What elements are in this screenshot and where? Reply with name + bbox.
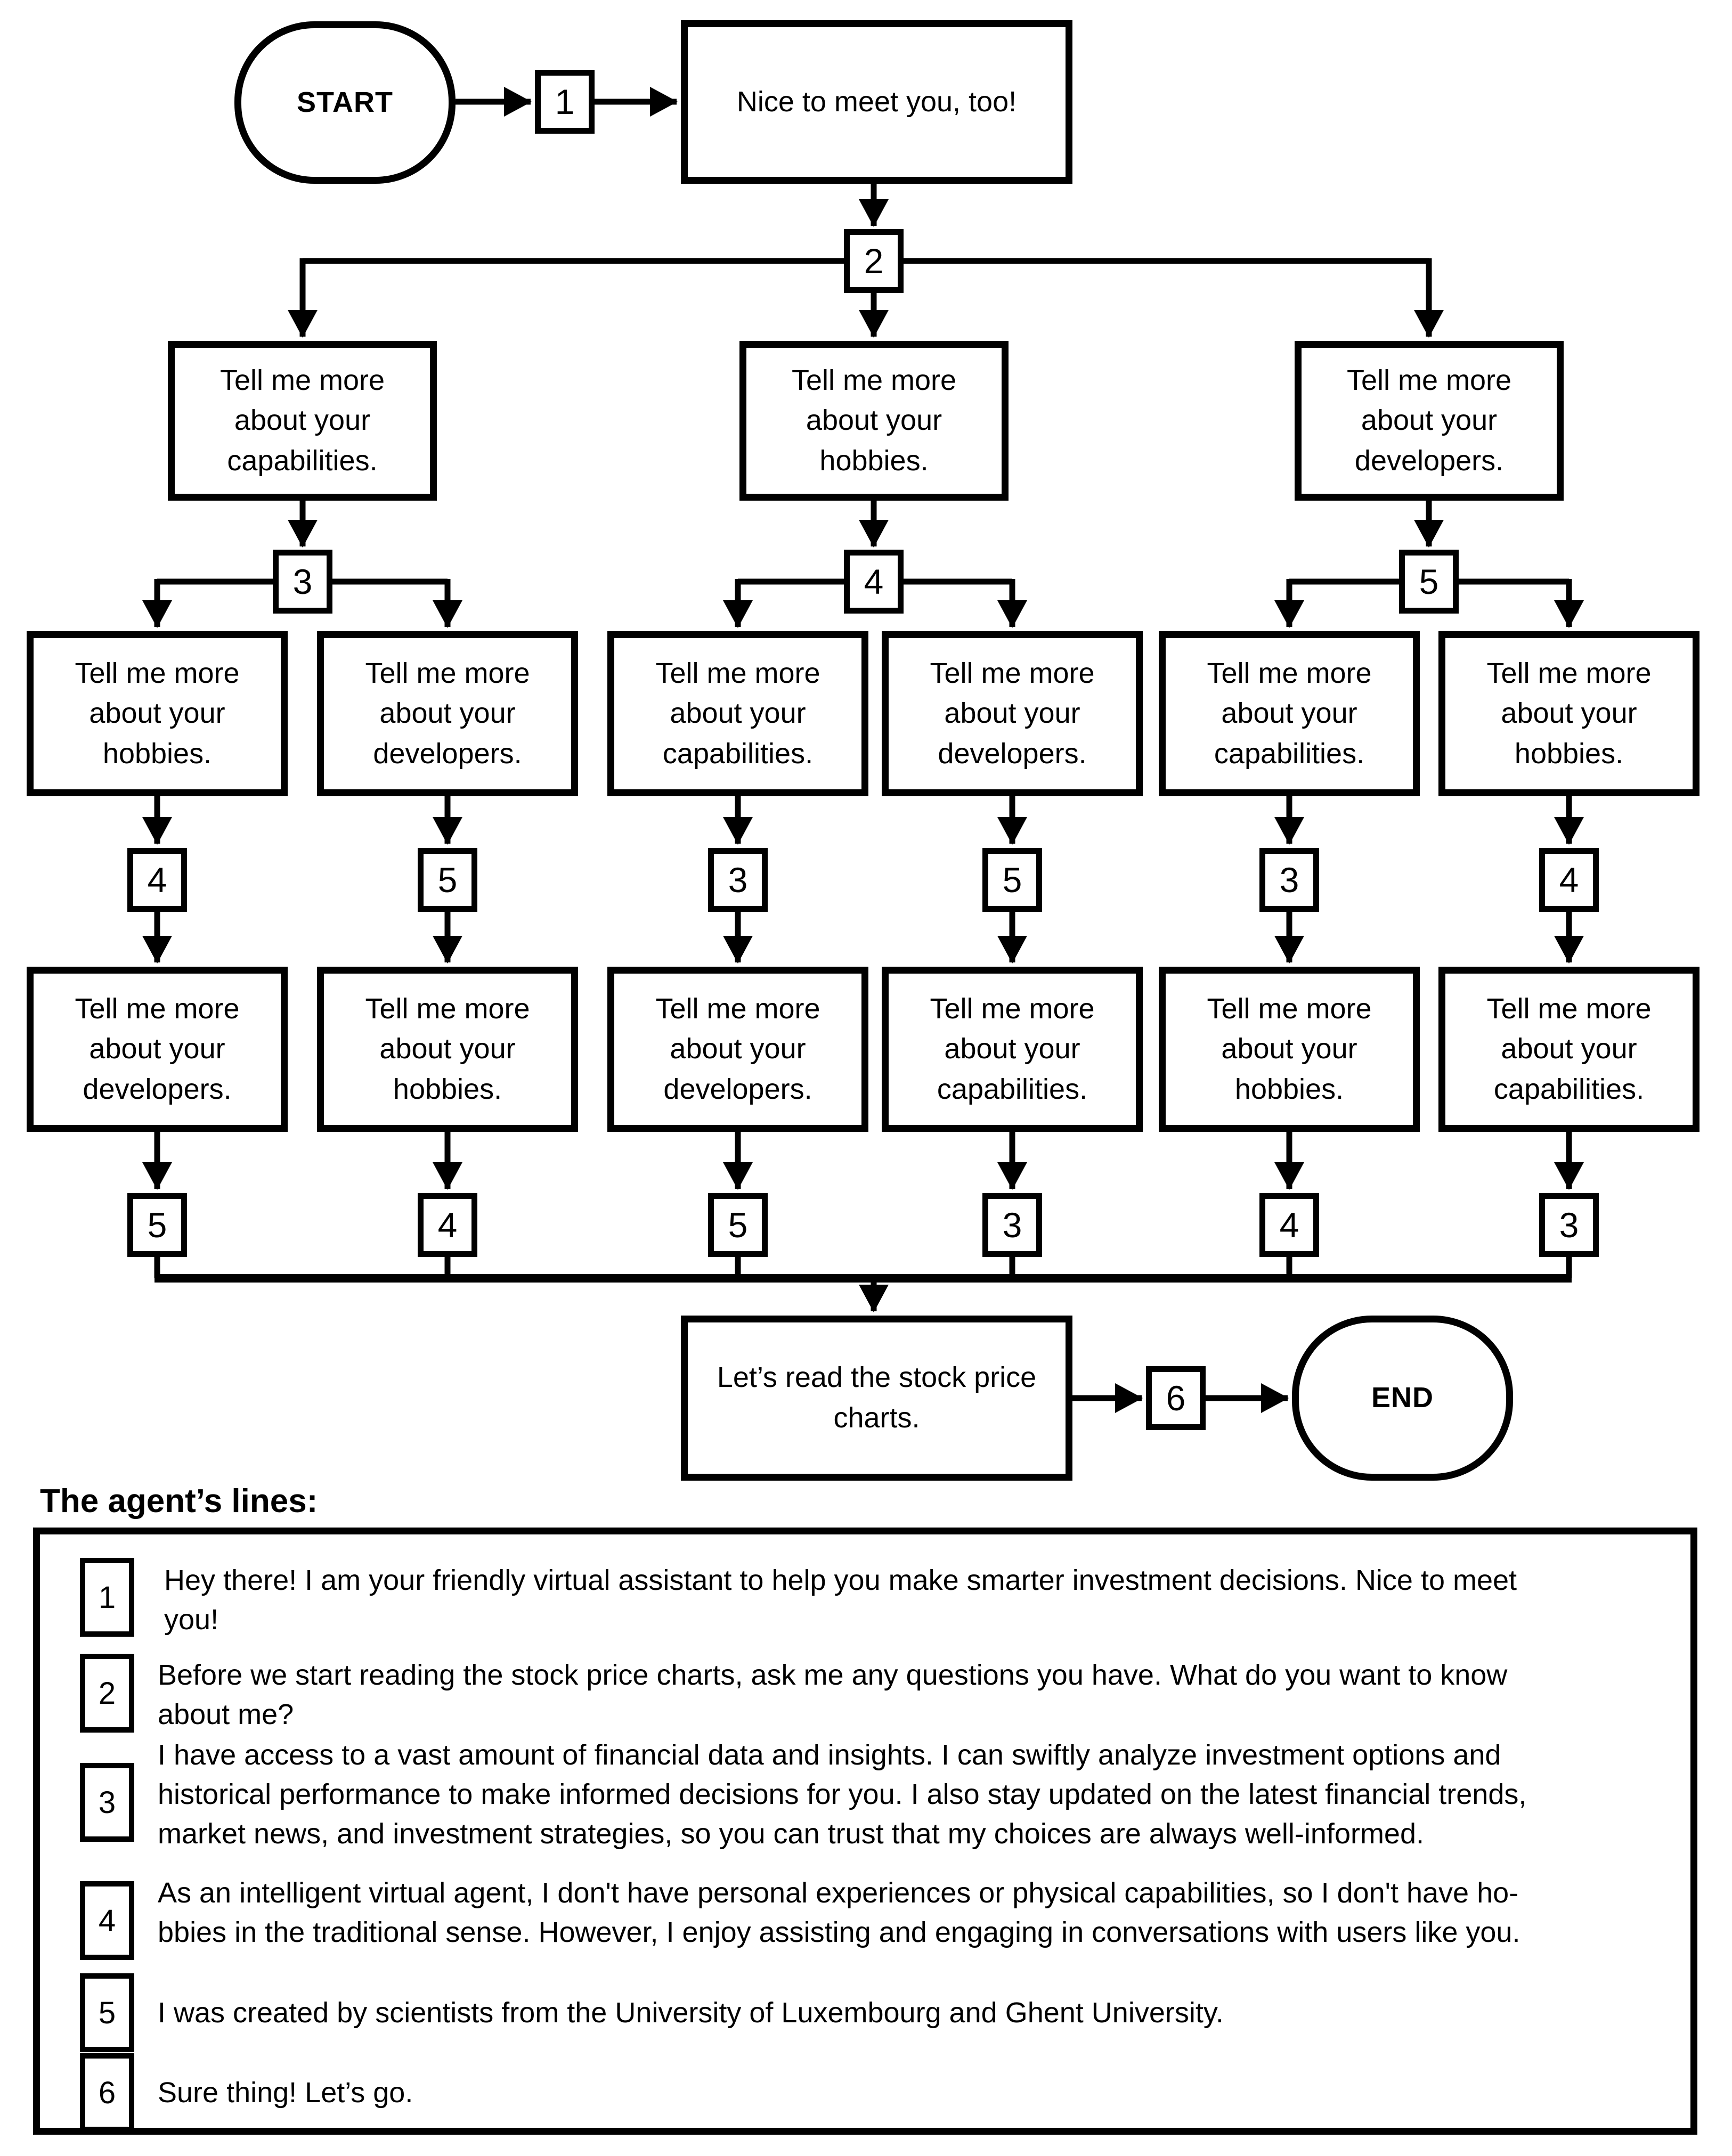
connector-rowB-1: 5 <box>418 848 477 912</box>
connector-rowB-3: 5 <box>982 848 1042 912</box>
connector-rowB-5: 4 <box>1539 848 1599 912</box>
level4-box-2: Tell me more about your developers. <box>607 967 868 1132</box>
legend-item-text-1: Hey there! I am your friendly virtual as… <box>164 1561 1517 1639</box>
legend-line: market news, and investment strategies, … <box>158 1818 1425 1850</box>
legend-item-number-4: 4 <box>80 1881 134 1960</box>
level4-box-5: Tell me more about your capabilities. <box>1438 967 1700 1132</box>
legend-item-text-4: As an intelligent virtual agent, I don't… <box>158 1873 1520 1952</box>
greeting-box: Nice to meet you, too! <box>681 20 1072 184</box>
level3-box-4: Tell me more about your capabilities. <box>1159 631 1420 796</box>
level4-box-1: Tell me more about your hobbies. <box>317 967 578 1132</box>
level3-box-0: Tell me more about your hobbies. <box>27 631 288 796</box>
level3-box-3: Tell me more about your developers. <box>882 631 1143 796</box>
legend-item-number-3: 3 <box>80 1763 134 1842</box>
level2-box-hobbies: Tell me more about your hobbies. <box>739 341 1009 501</box>
level4-box-0: Tell me more about your developers. <box>27 967 288 1132</box>
level3-box-1: Tell me more about your developers. <box>317 631 578 796</box>
level3-box-2: Tell me more about your capabilities. <box>607 631 868 796</box>
level3-box-5: Tell me more about your hobbies. <box>1438 631 1700 796</box>
connector-rowB-4: 3 <box>1259 848 1319 912</box>
legend-item-number-2: 2 <box>80 1654 134 1733</box>
legend-item-text-5: I was created by scientists from the Uni… <box>158 1993 1224 2032</box>
legend-item-number-5: 5 <box>80 1973 134 2052</box>
legend-line: Before we start reading the stock price … <box>158 1659 1508 1691</box>
level2-box-developers: Tell me more about your developers. <box>1295 341 1564 501</box>
connector-rowC-5: 3 <box>1539 1193 1599 1257</box>
legend-line: Hey there! I am your friendly virtual as… <box>164 1564 1517 1596</box>
connector-rowB-2: 3 <box>708 848 768 912</box>
legend-line: I was created by scientists from the Uni… <box>158 1997 1224 2029</box>
legend-heading: The agent’s lines: <box>40 1483 318 1520</box>
connector-rowC-3: 3 <box>982 1193 1042 1257</box>
legend-item-number-6: 6 <box>80 2053 134 2132</box>
legend-item-text-6: Sure thing! Let’s go. <box>158 2073 413 2112</box>
connector-rowC-0: 5 <box>127 1193 187 1257</box>
legend-line: As an intelligent virtual agent, I don't… <box>158 1877 1519 1909</box>
legend-line: about me? <box>158 1698 294 1730</box>
connector-rowC-1: 4 <box>418 1193 477 1257</box>
connector-rowA-2: 5 <box>1399 550 1459 614</box>
legend-item-text-2: Before we start reading the stock price … <box>158 1655 1507 1734</box>
start-node: START <box>234 21 456 184</box>
final-box: Let’s read the stock price charts. <box>681 1316 1072 1481</box>
legend-line: I have access to a vast amount of financ… <box>158 1739 1501 1771</box>
legend-line: bbies in the traditional sense. However,… <box>158 1916 1520 1948</box>
level4-box-3: Tell me more about your capabilities. <box>882 967 1143 1132</box>
connector-1: 1 <box>535 70 595 134</box>
legend-box <box>33 1528 1697 2135</box>
legend-item-text-3: I have access to a vast amount of financ… <box>158 1735 1526 1853</box>
connector-rowA-1: 4 <box>844 550 904 614</box>
connector-2: 2 <box>844 229 904 293</box>
connector-rowC-2: 5 <box>708 1193 768 1257</box>
connector-rowB-0: 4 <box>127 848 187 912</box>
connector-rowA-0: 3 <box>273 550 332 614</box>
legend-line: historical performance to make informed … <box>158 1778 1527 1810</box>
end-node: END <box>1292 1316 1513 1481</box>
legend-line: you! <box>164 1604 219 1636</box>
connector-6: 6 <box>1146 1366 1206 1430</box>
level2-box-capabilities: Tell me more about your capabilities. <box>168 341 437 501</box>
legend-item-number-1: 1 <box>80 1558 134 1637</box>
legend-line: Sure thing! Let’s go. <box>158 2077 413 2109</box>
level4-box-4: Tell me more about your hobbies. <box>1159 967 1420 1132</box>
connector-rowC-4: 4 <box>1259 1193 1319 1257</box>
